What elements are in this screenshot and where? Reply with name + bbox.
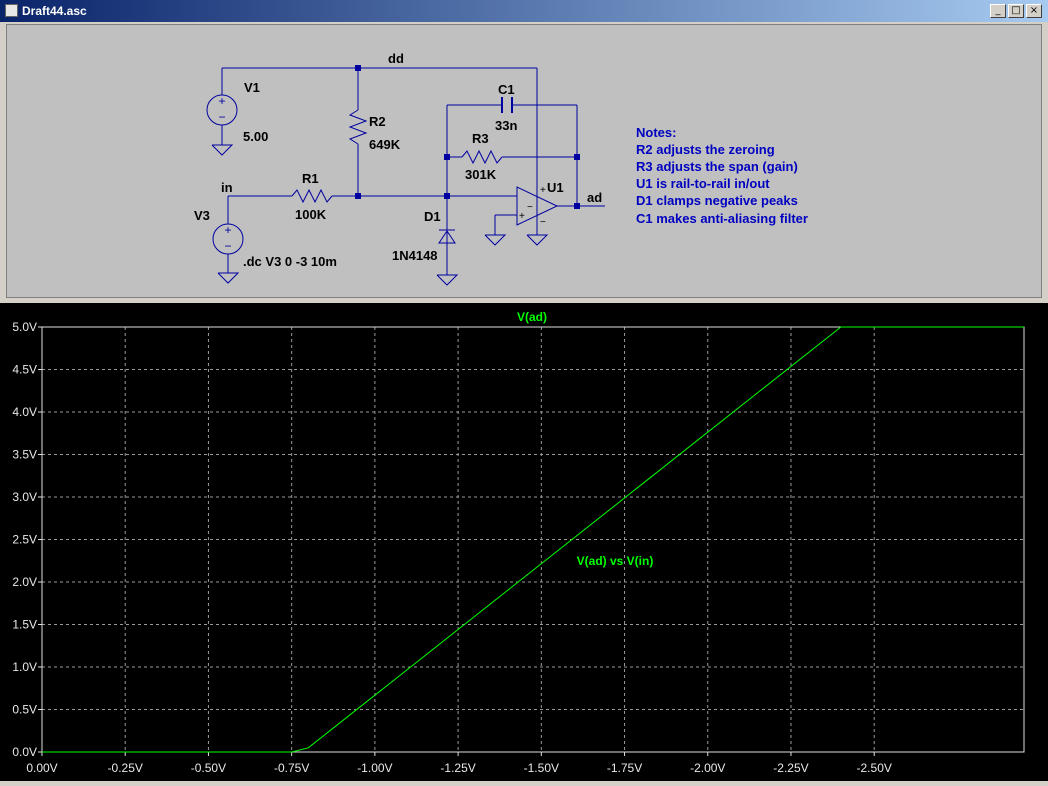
y-tick-label: 3.5V xyxy=(12,448,37,462)
r2-value: 649K xyxy=(369,137,401,152)
v1-value: 5.00 xyxy=(243,129,268,144)
y-axis-ticks: 0.0V 0.5V 1.0V 1.5V 2.0V 2.5V 3.0V 3.5V 4.0V 4.5V… xyxy=(12,320,42,759)
d1-diode-icon[interactable] xyxy=(438,229,456,244)
r2-label: R2 xyxy=(369,114,386,129)
x-tick-label: -1.50V xyxy=(524,761,559,775)
y-tick-label: 2.0V xyxy=(12,575,37,589)
trace-title[interactable]: V(ad) xyxy=(517,310,547,324)
x-tick-label: -2.25V xyxy=(773,761,808,775)
r1-label: R1 xyxy=(302,171,319,186)
v3-source-icon[interactable] xyxy=(212,223,244,255)
r1-value: 100K xyxy=(295,207,327,222)
minimize-button[interactable]: _ xyxy=(990,4,1006,18)
x-tick-label: -1.25V xyxy=(440,761,475,775)
app-icon xyxy=(5,4,18,17)
series-line-vad xyxy=(42,326,1024,753)
v1-source-icon[interactable] xyxy=(206,94,238,126)
x-tick-label: -0.50V xyxy=(191,761,226,775)
svg-text:−: − xyxy=(224,239,231,253)
svg-text:+: + xyxy=(224,223,231,237)
x-tick-label: -1.75V xyxy=(607,761,642,775)
x-tick-label: 0.00V xyxy=(26,761,57,775)
x-tick-label: -1.00V xyxy=(357,761,392,775)
y-tick-label: 1.5V xyxy=(12,618,37,632)
wires xyxy=(211,67,605,286)
junction-dots xyxy=(355,65,580,209)
v3-label: V3 xyxy=(194,208,210,223)
maximize-button[interactable]: □ xyxy=(1008,4,1024,18)
window-title: Draft44.asc xyxy=(22,4,87,18)
y-tick-label: 2.5V xyxy=(12,533,37,547)
note-line: Notes: xyxy=(636,125,676,140)
c1-label: C1 xyxy=(498,82,515,97)
traces xyxy=(42,326,1024,753)
r3-value: 301K xyxy=(465,167,497,182)
trace-annotation: V(ad) vs V(in) xyxy=(577,554,654,568)
net-label-dd: dd xyxy=(388,51,404,66)
net-label-ad: ad xyxy=(587,190,602,205)
c1-capacitor-icon[interactable] xyxy=(501,97,513,113)
dc-directive[interactable]: .dc V3 0 -3 10m xyxy=(243,254,337,269)
svg-text:+: + xyxy=(218,94,225,108)
note-line: C1 makes anti-aliasing filter xyxy=(636,211,808,226)
y-tick-label: 0.0V xyxy=(12,745,37,759)
note-line: R3 adjusts the span (gain) xyxy=(636,159,798,174)
x-tick-label: -2.00V xyxy=(690,761,725,775)
v1-label: V1 xyxy=(244,80,260,95)
svg-text:−: − xyxy=(527,202,533,213)
x-tick-label: -2.50V xyxy=(857,761,892,775)
y-tick-label: 3.0V xyxy=(12,490,37,504)
c1-value: 33n xyxy=(495,118,517,133)
schematic-pane[interactable]: + − + − − + + − dd in ad xyxy=(6,24,1042,298)
net-label-in: in xyxy=(221,180,233,195)
svg-text:−: − xyxy=(540,217,546,228)
plot-grid xyxy=(42,327,1024,752)
waveform-pane[interactable]: 0.0V 0.5V 1.0V 1.5V 2.0V 2.5V 3.0V 3.5V 4.0V 4.5V… xyxy=(0,303,1048,781)
svg-text:+: + xyxy=(519,211,525,222)
d1-value: 1N4148 xyxy=(392,248,438,263)
x-axis-ticks: 0.00V -0.25V -0.50V -0.75V -1.00V -1.25V -1.50… xyxy=(26,752,892,775)
svg-text:−: − xyxy=(218,110,225,124)
u1-label: U1 xyxy=(547,180,564,195)
r3-label: R3 xyxy=(472,131,489,146)
x-tick-label: -0.75V xyxy=(274,761,309,775)
note-line: R2 adjusts the zeroing xyxy=(636,142,775,157)
y-tick-label: 0.5V xyxy=(12,703,37,717)
y-tick-label: 4.5V xyxy=(12,363,37,377)
note-line: U1 is rail-to-rail in/out xyxy=(636,176,770,191)
y-tick-label: 5.0V xyxy=(12,320,37,334)
x-tick-label: -0.25V xyxy=(108,761,143,775)
d1-label: D1 xyxy=(424,209,441,224)
schematic-canvas[interactable]: + − + − − + + − dd in ad xyxy=(7,25,1041,297)
close-button[interactable]: × xyxy=(1026,4,1042,18)
note-line: D1 clamps negative peaks xyxy=(636,193,798,208)
y-tick-label: 4.0V xyxy=(12,405,37,419)
notes-block[interactable]: Notes: R2 adjusts the zeroing R3 adjusts… xyxy=(636,125,808,226)
title-bar[interactable]: Draft44.asc _ □ × xyxy=(0,0,1048,22)
svg-text:+: + xyxy=(540,185,546,196)
y-tick-label: 1.0V xyxy=(12,660,37,674)
waveform-plot[interactable]: 0.0V 0.5V 1.0V 1.5V 2.0V 2.5V 3.0V 3.5V 4.0V 4.5V… xyxy=(0,303,1048,781)
